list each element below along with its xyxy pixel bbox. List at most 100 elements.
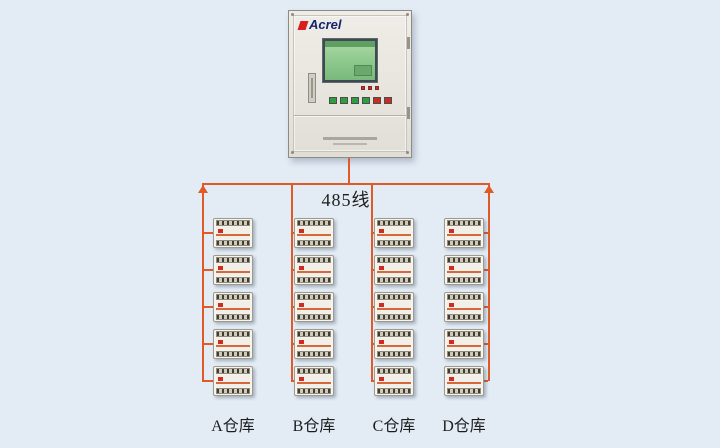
meter-band bbox=[447, 271, 481, 273]
terminal-strip-bottom bbox=[216, 388, 250, 394]
meter-device-D1 bbox=[444, 218, 484, 248]
screw-icon bbox=[291, 151, 294, 154]
terminal-strip-bottom bbox=[377, 388, 411, 394]
meter-led-icon bbox=[379, 229, 384, 233]
nameplate-text-smudge bbox=[323, 137, 377, 140]
meter-band bbox=[216, 382, 250, 384]
meter-device-D4 bbox=[444, 329, 484, 359]
terminal-strip-top bbox=[377, 294, 411, 300]
meter-device-B3 bbox=[294, 292, 334, 322]
meter-face bbox=[447, 227, 481, 239]
terminal-strip-top bbox=[447, 331, 481, 337]
meter-device-C3 bbox=[374, 292, 414, 322]
meter-band bbox=[216, 345, 250, 347]
riser-line-C bbox=[371, 183, 373, 381]
meter-band bbox=[297, 271, 331, 273]
meter-band bbox=[377, 382, 411, 384]
meter-device-B1 bbox=[294, 218, 334, 248]
terminal-strip-top bbox=[377, 368, 411, 374]
meter-band bbox=[216, 271, 250, 273]
bus-485-line bbox=[202, 183, 490, 185]
meter-band bbox=[377, 308, 411, 310]
meter-face bbox=[297, 227, 331, 239]
meter-led-icon bbox=[299, 377, 304, 381]
terminal-strip-bottom bbox=[297, 314, 331, 320]
terminal-strip-bottom bbox=[216, 351, 250, 357]
meter-device-A1 bbox=[213, 218, 253, 248]
meter-band bbox=[216, 234, 250, 236]
control-cabinet: Acrel bbox=[288, 10, 412, 158]
meter-led-icon bbox=[379, 303, 384, 307]
meter-face bbox=[447, 264, 481, 276]
meter-device-C5 bbox=[374, 366, 414, 396]
terminal-strip-top bbox=[377, 257, 411, 263]
acrel-brand-text: Acrel bbox=[309, 17, 342, 32]
meter-band bbox=[447, 234, 481, 236]
meter-device-D5 bbox=[444, 366, 484, 396]
meter-face bbox=[377, 264, 411, 276]
meter-band bbox=[216, 308, 250, 310]
meter-face bbox=[216, 227, 250, 239]
panel-button-row bbox=[329, 97, 392, 104]
meter-led-icon bbox=[379, 340, 384, 344]
acrel-logo-mark-icon bbox=[297, 21, 309, 30]
meter-device-A3 bbox=[213, 292, 253, 322]
meter-face bbox=[377, 301, 411, 313]
terminal-strip-top bbox=[216, 220, 250, 226]
terminal-strip-top bbox=[377, 331, 411, 337]
meter-band bbox=[377, 234, 411, 236]
terminal-strip-top bbox=[297, 257, 331, 263]
meter-device-C2 bbox=[374, 255, 414, 285]
meter-device-A5 bbox=[213, 366, 253, 396]
terminal-strip-top bbox=[447, 368, 481, 374]
terminal-strip-bottom bbox=[447, 351, 481, 357]
panel-button bbox=[340, 97, 348, 104]
meter-face bbox=[216, 338, 250, 350]
meter-led-icon bbox=[299, 229, 304, 233]
terminal-strip-bottom bbox=[297, 240, 331, 246]
meter-face bbox=[447, 301, 481, 313]
terminal-strip-bottom bbox=[377, 277, 411, 283]
meter-led-icon bbox=[449, 340, 454, 344]
warehouse-label-B: B仓库 bbox=[292, 418, 336, 435]
terminal-strip-top bbox=[297, 294, 331, 300]
panel-button bbox=[373, 97, 381, 104]
terminal-strip-top bbox=[447, 220, 481, 226]
terminal-strip-top bbox=[447, 294, 481, 300]
riser-line-D bbox=[488, 183, 490, 381]
meter-band bbox=[377, 271, 411, 273]
meter-device-D3 bbox=[444, 292, 484, 322]
meter-band bbox=[297, 345, 331, 347]
bus-arrowhead-icon bbox=[484, 185, 494, 193]
panel-led-icon bbox=[361, 86, 365, 90]
meter-band bbox=[297, 308, 331, 310]
panel-led-icon bbox=[368, 86, 372, 90]
hinge bbox=[407, 107, 410, 119]
terminal-strip-top bbox=[216, 331, 250, 337]
terminal-strip-bottom bbox=[447, 388, 481, 394]
terminal-strip-bottom bbox=[447, 314, 481, 320]
nameplate-text-smudge bbox=[333, 143, 367, 145]
terminal-strip-top bbox=[216, 368, 250, 374]
meter-led-icon bbox=[379, 266, 384, 270]
meter-led-icon bbox=[449, 229, 454, 233]
meter-led-icon bbox=[449, 266, 454, 270]
meter-band bbox=[447, 308, 481, 310]
door-seam bbox=[294, 115, 406, 116]
bus-arrowhead-icon bbox=[198, 185, 208, 193]
meter-led-icon bbox=[218, 340, 223, 344]
terminal-strip-top bbox=[297, 220, 331, 226]
lcd-screen-display bbox=[325, 41, 375, 80]
meter-led-icon bbox=[379, 377, 384, 381]
terminal-strip-top bbox=[216, 294, 250, 300]
meter-led-icon bbox=[218, 266, 223, 270]
meter-band bbox=[297, 234, 331, 236]
screw-icon bbox=[406, 151, 409, 154]
meter-face bbox=[447, 375, 481, 387]
terminal-strip-bottom bbox=[216, 314, 250, 320]
meter-face bbox=[447, 338, 481, 350]
screw-icon bbox=[406, 13, 409, 16]
terminal-strip-bottom bbox=[377, 314, 411, 320]
meter-face bbox=[216, 375, 250, 387]
riser-line-A bbox=[202, 183, 204, 381]
